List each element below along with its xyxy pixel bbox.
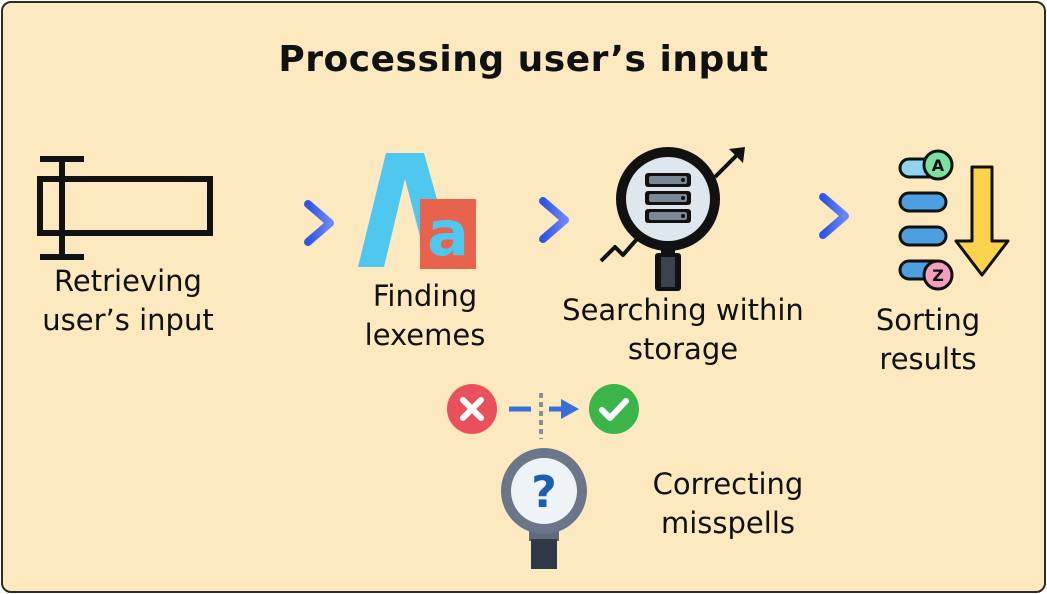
step-label-retrieving: Retrieving user’s input (42, 264, 214, 337)
flow-arrow-1 (258, 200, 334, 246)
text-cursor-icon (37, 156, 213, 260)
sort-top-letter: A (932, 156, 945, 175)
wrong-icon (447, 384, 497, 434)
flow-arrow-2 (493, 197, 569, 243)
correction-arrow (509, 393, 579, 439)
font-letters-icon: a (358, 153, 476, 270)
flow-arrow-3 (773, 193, 849, 239)
question-magnifier-icon: ? (501, 448, 587, 569)
step-label-lexemes: Finding lexemes (364, 279, 486, 352)
small-a-letter: a (427, 197, 469, 270)
sort-a-z-icon: A Z (898, 149, 1010, 291)
question-mark: ? (531, 467, 557, 518)
diagram-title: Processing user’s input (278, 39, 769, 80)
sort-bottom-letter: Z (932, 266, 944, 285)
magnifier-database-icon (599, 147, 745, 291)
step-label-searching: Searching within storage (562, 293, 804, 366)
correction-label: Correcting misspells (652, 467, 804, 540)
right-icon (589, 384, 639, 434)
step-label-sorting: Sorting results (875, 303, 981, 376)
